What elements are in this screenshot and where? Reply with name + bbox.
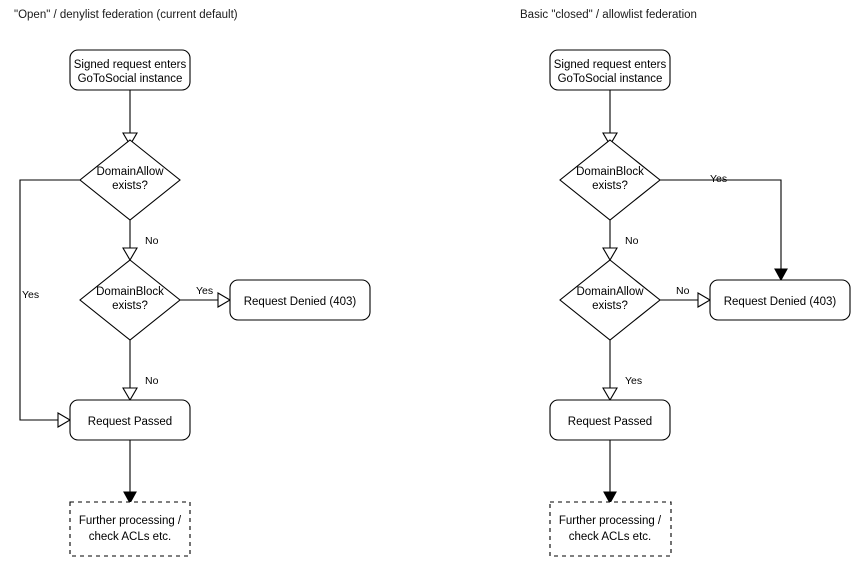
node-further-processing-line2: check ACLs etc. (569, 531, 651, 543)
edge-label-no: No (625, 235, 639, 247)
edge-label-no: No (676, 285, 690, 297)
node-domainblock-allowlist[interactable]: DomainBlock exists? (559, 139, 661, 221)
node-entry-denylist[interactable]: Signed request enters GoToSocial instanc… (69, 49, 191, 91)
edge-passed-to-further (123, 440, 137, 505)
arrowhead-open-icon (602, 132, 618, 147)
node-domainallow-line2: exists? (592, 300, 628, 312)
arrowhead-open-icon (217, 292, 232, 308)
arrowhead-solid-icon (123, 491, 137, 505)
edge-domainblock-yes: Yes (180, 285, 232, 308)
arrowhead-solid-icon (603, 491, 617, 505)
arrowhead-open-icon (602, 387, 618, 402)
arrowhead-open-icon (57, 412, 72, 428)
node-domainblock-denylist[interactable]: DomainBlock exists? (79, 259, 181, 341)
node-further-processing-line1: Further processing / (559, 515, 662, 527)
node-request-denied-label: Request Denied (403) (244, 296, 357, 308)
panel-denylist: "Open" / denylist federation (current de… (14, 9, 371, 557)
node-domainallow-line1: DomainAllow (576, 286, 644, 298)
arrowhead-open-icon (122, 247, 138, 262)
node-entry-allowlist[interactable]: Signed request enters GoToSocial instanc… (549, 49, 671, 91)
arrowhead-open-icon (602, 247, 618, 262)
node-request-passed-allowlist[interactable]: Request Passed (549, 399, 671, 441)
node-entry-line1: Signed request enters (554, 59, 667, 71)
edge-label-no: No (145, 235, 159, 247)
arrowhead-open-icon (122, 132, 138, 147)
node-domainallow-allowlist[interactable]: DomainAllow exists? (559, 259, 661, 341)
node-further-processing-line2: check ACLs etc. (89, 531, 171, 543)
node-request-passed-label: Request Passed (568, 416, 652, 428)
node-further-processing-denylist[interactable]: Further processing / check ACLs etc. (69, 501, 191, 557)
node-domainblock-line1: DomainBlock (96, 286, 164, 298)
edge-passed-to-further (603, 440, 617, 505)
edge-domainblock-no: No (122, 340, 159, 402)
edge-label-yes: Yes (22, 289, 39, 301)
node-further-processing-line1: Further processing / (79, 515, 182, 527)
edge-label-yes: Yes (710, 173, 727, 185)
edge-domainallow-no: No (660, 285, 712, 308)
arrowhead-open-icon (122, 387, 138, 402)
edge-entry-to-domainblock (602, 90, 618, 147)
edge-label-no: No (145, 375, 159, 387)
edge-label-yes: Yes (196, 285, 213, 297)
node-domainblock-line1: DomainBlock (576, 166, 644, 178)
node-request-denied-shape[interactable] (709, 279, 851, 321)
panel-title-denylist: "Open" / denylist federation (current de… (14, 9, 238, 21)
edge-domainallow-no: No (122, 220, 159, 262)
node-domainallow-line1: DomainAllow (96, 166, 164, 178)
node-domainallow-denylist[interactable]: DomainAllow exists? (79, 139, 181, 221)
node-domainallow-line2: exists? (112, 180, 148, 192)
edge-label-yes: Yes (625, 375, 642, 387)
panel-allowlist: Basic "closed" / allowlist federation Si… (520, 9, 851, 557)
node-further-processing-shape[interactable] (69, 501, 191, 557)
arrowhead-solid-icon (774, 268, 788, 282)
arrowhead-open-icon (697, 292, 712, 308)
node-request-denied-denylist[interactable]: Request Denied (403) (229, 279, 371, 321)
edge-entry-to-domainallow (122, 90, 138, 147)
node-further-processing-allowlist[interactable]: Further processing / check ACLs etc. (549, 501, 672, 557)
node-entry-line1: Signed request enters (74, 59, 187, 71)
node-entry-line2: GoToSocial instance (558, 73, 663, 85)
node-request-passed-label: Request Passed (88, 416, 172, 428)
edge-domainblock-yes: Yes (660, 173, 788, 282)
node-request-denied-shape[interactable] (229, 279, 371, 321)
node-request-passed-denylist[interactable]: Request Passed (69, 399, 191, 441)
node-request-denied-allowlist[interactable]: Request Denied (403) (709, 279, 851, 321)
node-entry-line2: GoToSocial instance (78, 73, 183, 85)
panel-title-allowlist: Basic "closed" / allowlist federation (520, 9, 697, 21)
edge-domainblock-no: No (602, 220, 639, 262)
node-further-processing-shape[interactable] (549, 501, 672, 557)
edge-domainallow-yes: Yes (602, 340, 642, 402)
edge-domainallow-yes: Yes (19, 179, 80, 428)
node-domainblock-line2: exists? (112, 300, 148, 312)
node-domainblock-line2: exists? (592, 180, 628, 192)
node-request-denied-label: Request Denied (403) (724, 296, 837, 308)
